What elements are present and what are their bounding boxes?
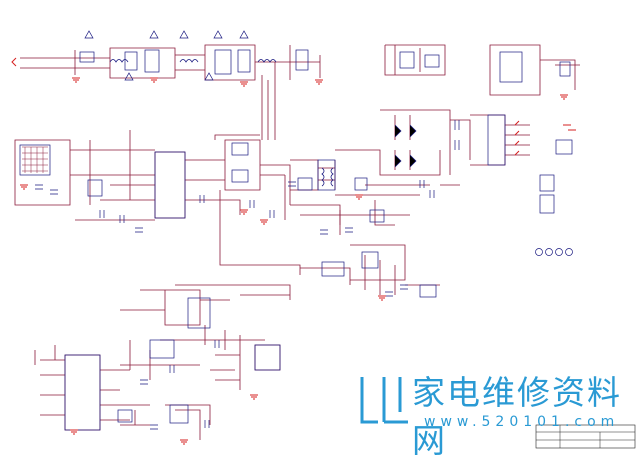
pin-symbols (535, 248, 573, 256)
watermark-text: 家电维修资料网 (412, 373, 622, 460)
inductors (109, 59, 334, 187)
grid-block (22, 146, 48, 173)
schematic-page: 家电维修资料网 www.520101.com (11, 30, 636, 460)
warning-marks (84, 30, 249, 81)
output-connector (487, 114, 506, 166)
watermark-url: www.520101.com (424, 414, 620, 430)
passive-parts (35, 120, 460, 430)
watermark-logo-icon (360, 377, 408, 424)
components (19, 49, 573, 431)
ground-symbols (11, 57, 576, 445)
title-block (535, 424, 636, 449)
controller-ic (154, 151, 186, 219)
schematic-canvas (11, 30, 636, 449)
main-transformer (317, 159, 336, 191)
inverter-ic (64, 354, 101, 431)
